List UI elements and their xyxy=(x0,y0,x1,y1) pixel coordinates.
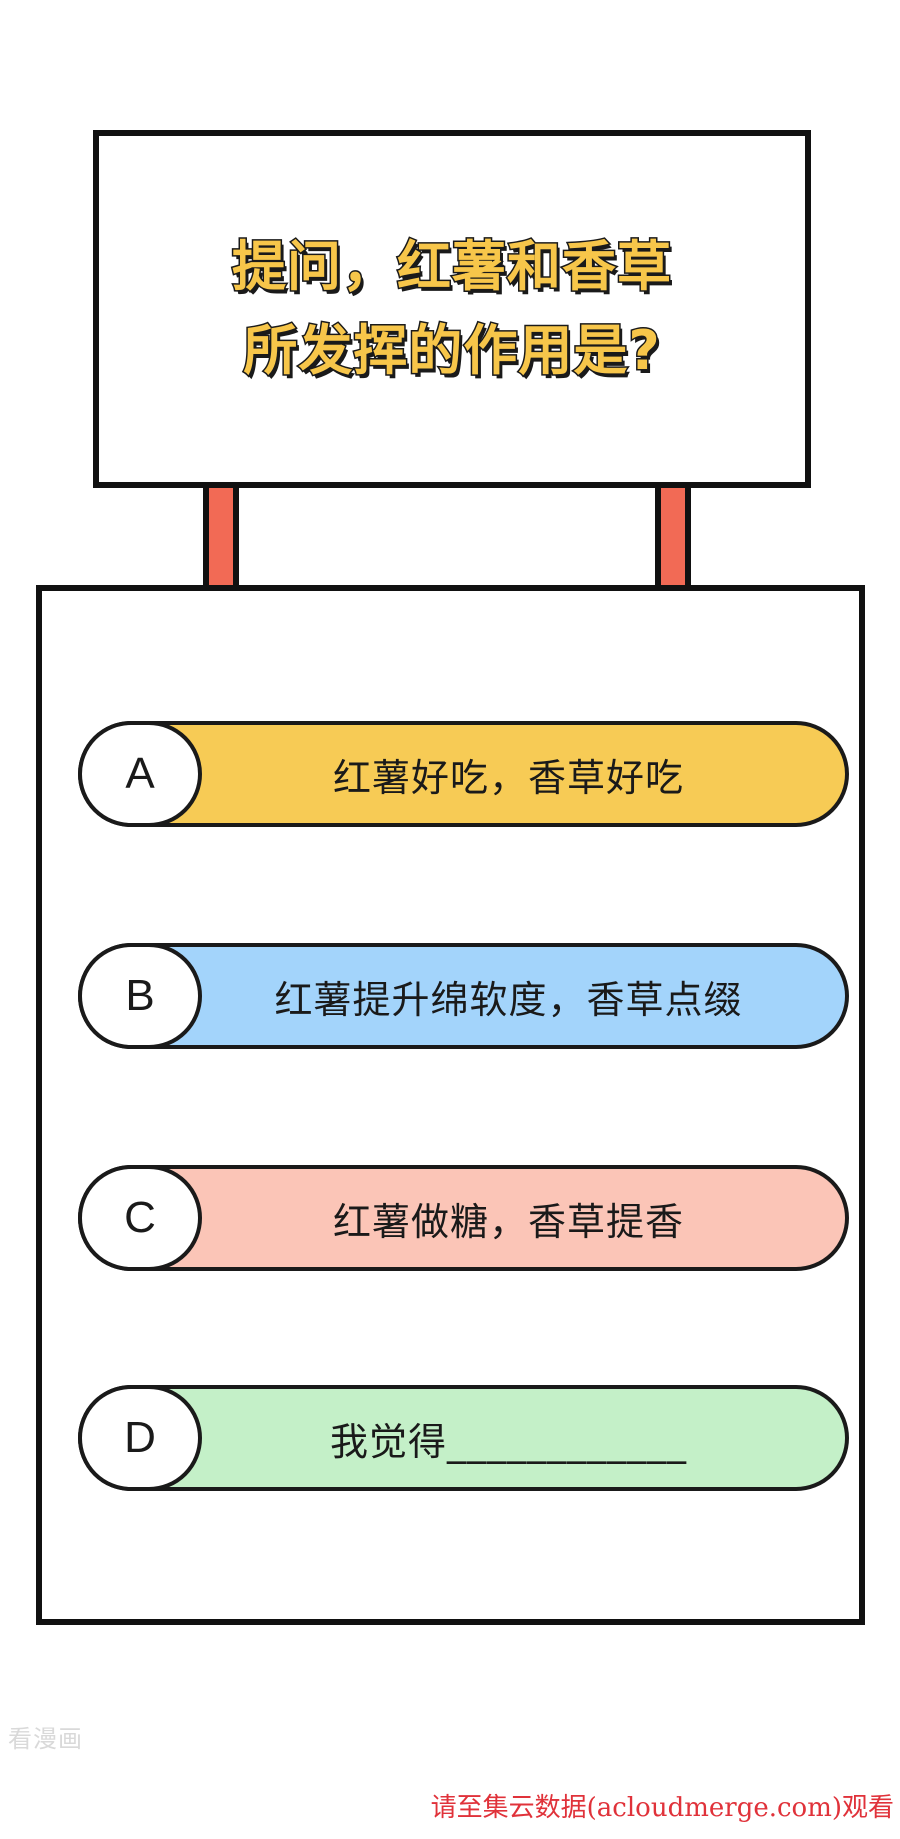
question-line-1: 提问，红薯和香草 xyxy=(231,234,673,300)
sign-post-right xyxy=(655,488,691,585)
option-a-text: 红薯好吃，香草好吃 xyxy=(332,755,684,800)
option-c-letter: C xyxy=(78,1165,202,1271)
option-c[interactable]: 红薯做糖，香草提香 C xyxy=(78,1165,849,1271)
option-b-text: 红薯提升绵软度，香草点缀 xyxy=(274,977,743,1022)
watermark-left: 看漫画 xyxy=(8,1725,83,1753)
option-d-letter: D xyxy=(78,1385,202,1491)
watermark-right: 请至集云数据(acloudmerge.com)观看 xyxy=(430,1793,894,1823)
question-line-2: 所发挥的作用是? xyxy=(242,318,661,384)
option-d[interactable]: 我觉得____________ D xyxy=(78,1385,849,1491)
option-b-letter: B xyxy=(78,943,202,1049)
question-title: 提问，红薯和香草 所发挥的作用是? xyxy=(231,225,673,393)
sign-post-left xyxy=(203,488,239,585)
option-a-letter: A xyxy=(78,721,202,827)
question-sign-board: 提问，红薯和香草 所发挥的作用是? xyxy=(93,130,811,488)
option-a[interactable]: 红薯好吃，香草好吃 A xyxy=(78,721,849,827)
options-panel: 红薯好吃，香草好吃 A 红薯提升绵软度，香草点缀 B 红薯做糖，香草提香 C 我… xyxy=(36,585,865,1625)
option-d-text: 我觉得____________ xyxy=(329,1419,687,1464)
option-c-text: 红薯做糖，香草提香 xyxy=(332,1199,684,1244)
option-b[interactable]: 红薯提升绵软度，香草点缀 B xyxy=(78,943,849,1049)
